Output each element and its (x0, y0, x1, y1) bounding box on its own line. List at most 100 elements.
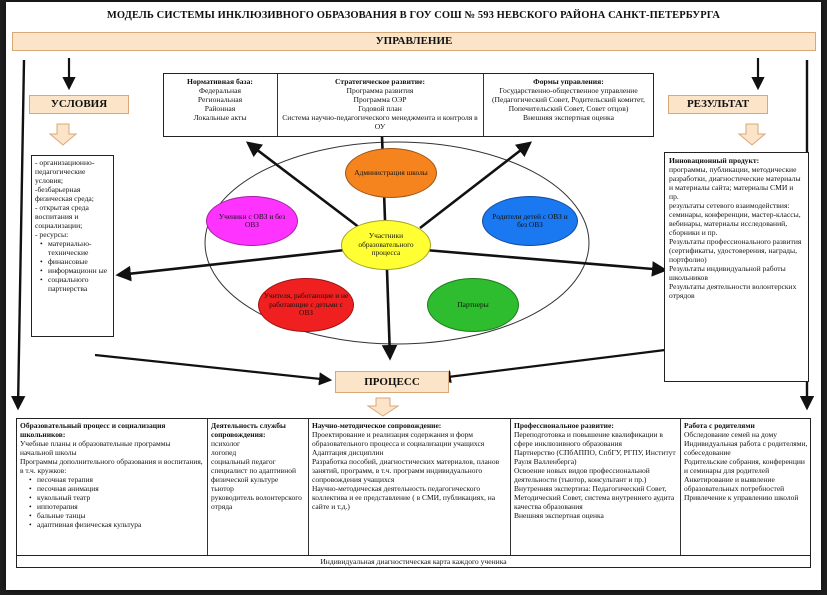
result-label: РЕЗУЛЬТАТ (686, 98, 750, 110)
circle-admin-label: Администрация школы (354, 167, 428, 177)
hollow-arrow-process (366, 397, 400, 417)
page-title: МОДЕЛЬ СИСТЕМЫ ИНКЛЮЗИВНОГО ОБРАЗОВАНИЯ … (106, 10, 721, 21)
result-item: программы, публикации, методические разр… (669, 165, 801, 201)
conditions-item: - организационно-педагогические условия; (35, 158, 95, 185)
methodology-col: Научно-методическое сопровождение: Проек… (312, 421, 508, 511)
circle-students: Ученики с ОВЗ и без ОВЗ (206, 196, 298, 246)
support-item: тьютор (211, 484, 234, 493)
professional-item: Внешняя экспертная оценка (514, 511, 604, 520)
conditions-bar: УСЛОВИЯ (29, 95, 129, 114)
club-item: бальные танцы (28, 511, 205, 520)
result-bar: РЕЗУЛЬТАТ (668, 95, 768, 114)
circle-parents: Родители детей с ОВЗ и без ОВЗ (482, 196, 578, 246)
strategic-col: Стратегическое развитие: Программа разви… (280, 77, 480, 131)
conditions-item: - ресурсы: (35, 230, 69, 239)
forms-title: Формы управления: (533, 77, 604, 86)
methodology-item: Научно-методическая деятельность педагог… (312, 484, 496, 511)
methodology-title: Научно-методическое сопровождение: (312, 421, 442, 430)
strategic-title: Стратегическое развитие: (335, 77, 425, 86)
support-item: социальный педагог (211, 457, 276, 466)
strategic-item: Программа ОЭР (353, 95, 407, 104)
normative-item: Районная (204, 104, 236, 113)
club-item: кукольный театр (28, 493, 205, 502)
divider (680, 419, 681, 555)
professional-col: Профессиональное развитие: Переподготовк… (514, 421, 678, 520)
circle-center-label: Участники образовательного процесса (358, 231, 414, 258)
conditions-box: - организационно-педагогические условия;… (31, 155, 114, 337)
hollow-arrow-conditions (48, 123, 78, 146)
result-item: результаты сетевого взаимодействия: семи… (669, 201, 801, 237)
parents-title: Работа с родителями (684, 421, 755, 430)
resource-item: материально-технические (39, 239, 110, 257)
divider (277, 74, 278, 136)
club-item: песочная терапия (28, 475, 205, 484)
normative-item: Локальные акты (193, 113, 247, 122)
diagnostic-footer-label: Индивидуальная диагностическая карта каж… (320, 557, 507, 566)
club-item: иппотерапия (28, 502, 205, 511)
parents-item: Анкетирование и выявление образовательны… (684, 475, 785, 493)
forms-item: Государственно-общественное управление (… (492, 86, 645, 113)
hollow-arrow-result (737, 123, 767, 146)
support-col: Деятельность службы сопровождения: психо… (211, 421, 306, 511)
professional-item: Внутренняя экспертиза: Педагогический Со… (514, 484, 675, 511)
forms-item: Внешняя экспертная оценка (523, 113, 614, 122)
conditions-item: - открытая среда воспитания и социализац… (35, 203, 89, 230)
support-item: специалист по адаптивной физической куль… (211, 466, 296, 484)
conditions-item: -безбарьерная физическая среда; (35, 185, 94, 203)
support-item: логопед (211, 448, 237, 457)
management-label: УПРАВЛЕНИЕ (375, 35, 453, 47)
circle-center: Участники образовательного процесса (341, 220, 431, 270)
strategic-item: Программа развития (346, 86, 414, 95)
divider (308, 419, 309, 555)
result-title: Инновационный продукт: (669, 156, 760, 165)
parents-item: Обследование семей на дому (684, 430, 777, 439)
circle-students-label: Ученики с ОВЗ и без ОВЗ (218, 211, 286, 229)
divider (483, 74, 484, 136)
professional-title: Профессиональное развитие: (514, 421, 614, 430)
club-item: адаптивная физическая культура (28, 520, 205, 529)
process-label: ПРОЦЕСС (364, 376, 420, 388)
management-forms-col: Формы управления: Государственно-обществ… (486, 77, 651, 122)
resource-item: информационн ые (39, 266, 110, 275)
circle-teachers-label: Учителя, работающие и не работающие с де… (263, 291, 349, 318)
left-long-arrow (11, 59, 26, 411)
strategic-item: Годовой план (358, 104, 402, 113)
management-top-box: Нормативная база: Федеральная Региональн… (163, 73, 654, 137)
result-item: Результаты деятельности волонтерских отр… (669, 282, 797, 300)
support-title: Деятельность службы сопровождения: (211, 421, 286, 439)
club-item: песочная анимация (28, 484, 205, 493)
result-item: Результаты профессионального развития (с… (669, 237, 802, 264)
professional-item: Освоение новых видов профессиональной де… (514, 466, 650, 484)
circle-admin: Администрация школы (345, 148, 437, 198)
normative-item: Региональная (197, 95, 243, 104)
circle-partners: Партнеры (427, 278, 519, 332)
normative-item: Федеральная (199, 86, 241, 95)
strategic-item: Система научно-педагогического менеджмен… (282, 113, 478, 131)
result-item: Результаты индивидуальной работы школьни… (669, 264, 786, 282)
professional-item: Переподготовка и повышение квалификации … (514, 430, 663, 448)
diagnostic-footer: Индивидуальная диагностическая карта каж… (17, 555, 810, 567)
normative-base-col: Нормативная база: Федеральная Региональн… (166, 77, 274, 122)
support-item: психолог (211, 439, 241, 448)
support-item: руководитель волонтерского отряда (211, 493, 302, 511)
process-box: Образовательный процесс и социализация ш… (16, 418, 811, 568)
circle-partners-label: Партнеры (457, 299, 489, 309)
participants-ellipse (204, 141, 590, 345)
parents-item: Родительские собрания, конференции и сем… (684, 457, 805, 475)
circle-teachers: Учителя, работающие и не работающие с де… (258, 278, 354, 332)
divider (207, 419, 208, 555)
parents-col: Работа с родителями Обследование семей н… (684, 421, 809, 502)
process-bar: ПРОЦЕСС (335, 371, 449, 393)
methodology-item: Адаптация дисциплин (312, 448, 384, 457)
clubs-list: песочная терапия песочная анимация кукол… (28, 475, 205, 529)
resources-list: материально-технические финансовые инфор… (39, 239, 110, 293)
education-item: Программы дополнительного образования и … (20, 457, 203, 475)
parents-item: Привлечение к управлению школой (684, 493, 799, 502)
result-box: Инновационный продукт: программы, публик… (664, 152, 809, 382)
conditions-label: УСЛОВИЯ (50, 98, 108, 110)
resource-item: социального партнерства (39, 275, 110, 293)
management-bar: УПРАВЛЕНИЕ (12, 32, 816, 51)
education-title: Образовательный процесс и социализация ш… (20, 421, 166, 439)
resource-item: финансовые (39, 257, 110, 266)
education-item: Учебные планы и образовательные программ… (20, 439, 171, 457)
